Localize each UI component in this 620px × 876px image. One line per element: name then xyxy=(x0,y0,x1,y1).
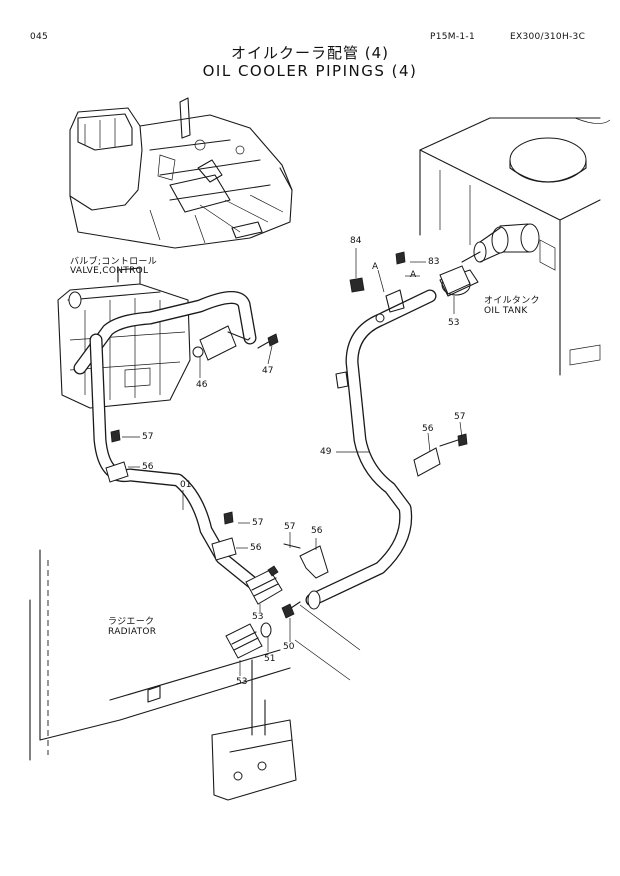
leader-lines xyxy=(122,248,463,676)
callout-57-c: 57 xyxy=(284,522,296,532)
radiator-label-jp: ラジエーク xyxy=(108,617,155,627)
callout-57-b: 57 xyxy=(252,518,264,528)
callout-47: 47 xyxy=(262,366,274,376)
diagram-code: P15M-1-1 xyxy=(430,32,475,42)
title-english: OIL COOLER PIPINGS (4) xyxy=(202,62,418,80)
callout-50: 50 xyxy=(283,642,295,652)
fitting-50-51 xyxy=(260,601,301,638)
valve-label-en: VALVE,CONTROL xyxy=(70,266,149,276)
reference-a-right: A xyxy=(410,270,417,280)
callout-56-d: 56 xyxy=(422,424,434,434)
callout-56-a: 56 xyxy=(142,462,154,472)
callout-56-b: 56 xyxy=(250,543,262,553)
callout-53-radiator: 53 xyxy=(236,677,248,687)
pipe-01 xyxy=(73,291,261,591)
callout-84: 84 xyxy=(350,236,362,246)
clamps-56 xyxy=(105,429,468,579)
oil-tank-label-jp: オイルタンク xyxy=(484,296,540,306)
title-japanese: オイルクーラ配管 (4) xyxy=(230,44,390,62)
callout-49: 49 xyxy=(320,447,332,457)
callout-56-c: 56 xyxy=(311,526,323,536)
oil-tank-label-en: OIL TANK xyxy=(484,306,528,316)
valve-label-jp: バルブ;コントロール xyxy=(70,257,158,267)
flange-connection xyxy=(192,325,279,361)
callout-83: 83 xyxy=(428,257,440,267)
oil-tank xyxy=(419,117,611,376)
radiator-label-en: RADIATOR xyxy=(108,627,157,637)
callout-57-d: 57 xyxy=(454,412,466,422)
callout-57-a: 57 xyxy=(142,432,154,442)
callout-01: 01 xyxy=(180,480,192,490)
excavator-overview xyxy=(69,97,293,249)
control-valve xyxy=(57,267,191,409)
machine-model: EX300/310H-3C xyxy=(510,32,586,42)
pipe-49 xyxy=(305,289,437,610)
callout-53-tank: 53 xyxy=(448,318,460,328)
clamp-53 xyxy=(225,265,471,659)
callout-46: 46 xyxy=(196,380,208,390)
reference-a-left: A xyxy=(372,262,379,272)
bolts-83-84 xyxy=(349,251,406,313)
callout-51: 51 xyxy=(264,654,276,664)
callout-53-cooler: 53 xyxy=(252,612,264,622)
radiator xyxy=(29,549,361,801)
page-number: 045 xyxy=(30,32,49,42)
